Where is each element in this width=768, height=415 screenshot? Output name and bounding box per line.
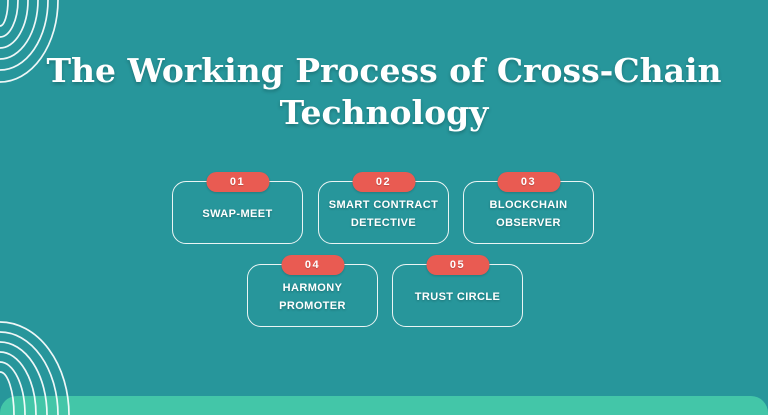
step-label: HARMONY PROMOTER bbox=[279, 282, 346, 312]
step-box-5: 05 TRUST CIRCLE bbox=[392, 255, 523, 327]
step-number-badge: 04 bbox=[281, 255, 344, 275]
page-title-line1: The Working Process of Cross-Chain bbox=[46, 51, 722, 90]
bottom-band bbox=[0, 396, 768, 415]
page-title: The Working Process of Cross-Chain Techn… bbox=[34, 50, 734, 134]
step-label: SWAP-MEET bbox=[202, 207, 273, 220]
step-label: TRUST CIRCLE bbox=[414, 290, 501, 303]
step-box-2: 02 SMART CONTRACT DETECTIVE bbox=[318, 172, 449, 244]
step-box-3: 03 BLOCKCHAIN OBSERVER bbox=[463, 172, 594, 244]
step-number-badge: 02 bbox=[352, 172, 415, 192]
step-number-badge: 01 bbox=[206, 172, 269, 192]
step-box-4: 04 HARMONY PROMOTER bbox=[247, 255, 378, 327]
step-number: 04 bbox=[304, 259, 321, 271]
step-box-1: 01 SWAP-MEET bbox=[172, 172, 303, 244]
page-title-line2: Technology bbox=[279, 93, 489, 133]
step-number-badge: 03 bbox=[497, 172, 560, 192]
step-number-badge: 05 bbox=[426, 255, 489, 275]
step-number: 05 bbox=[449, 259, 466, 271]
step-number: 02 bbox=[375, 176, 392, 188]
step-label: BLOCKCHAIN OBSERVER bbox=[489, 199, 568, 229]
step-number: 01 bbox=[229, 176, 246, 188]
step-label: SMART CONTRACT DETECTIVE bbox=[328, 199, 439, 229]
step-number: 03 bbox=[520, 176, 537, 188]
